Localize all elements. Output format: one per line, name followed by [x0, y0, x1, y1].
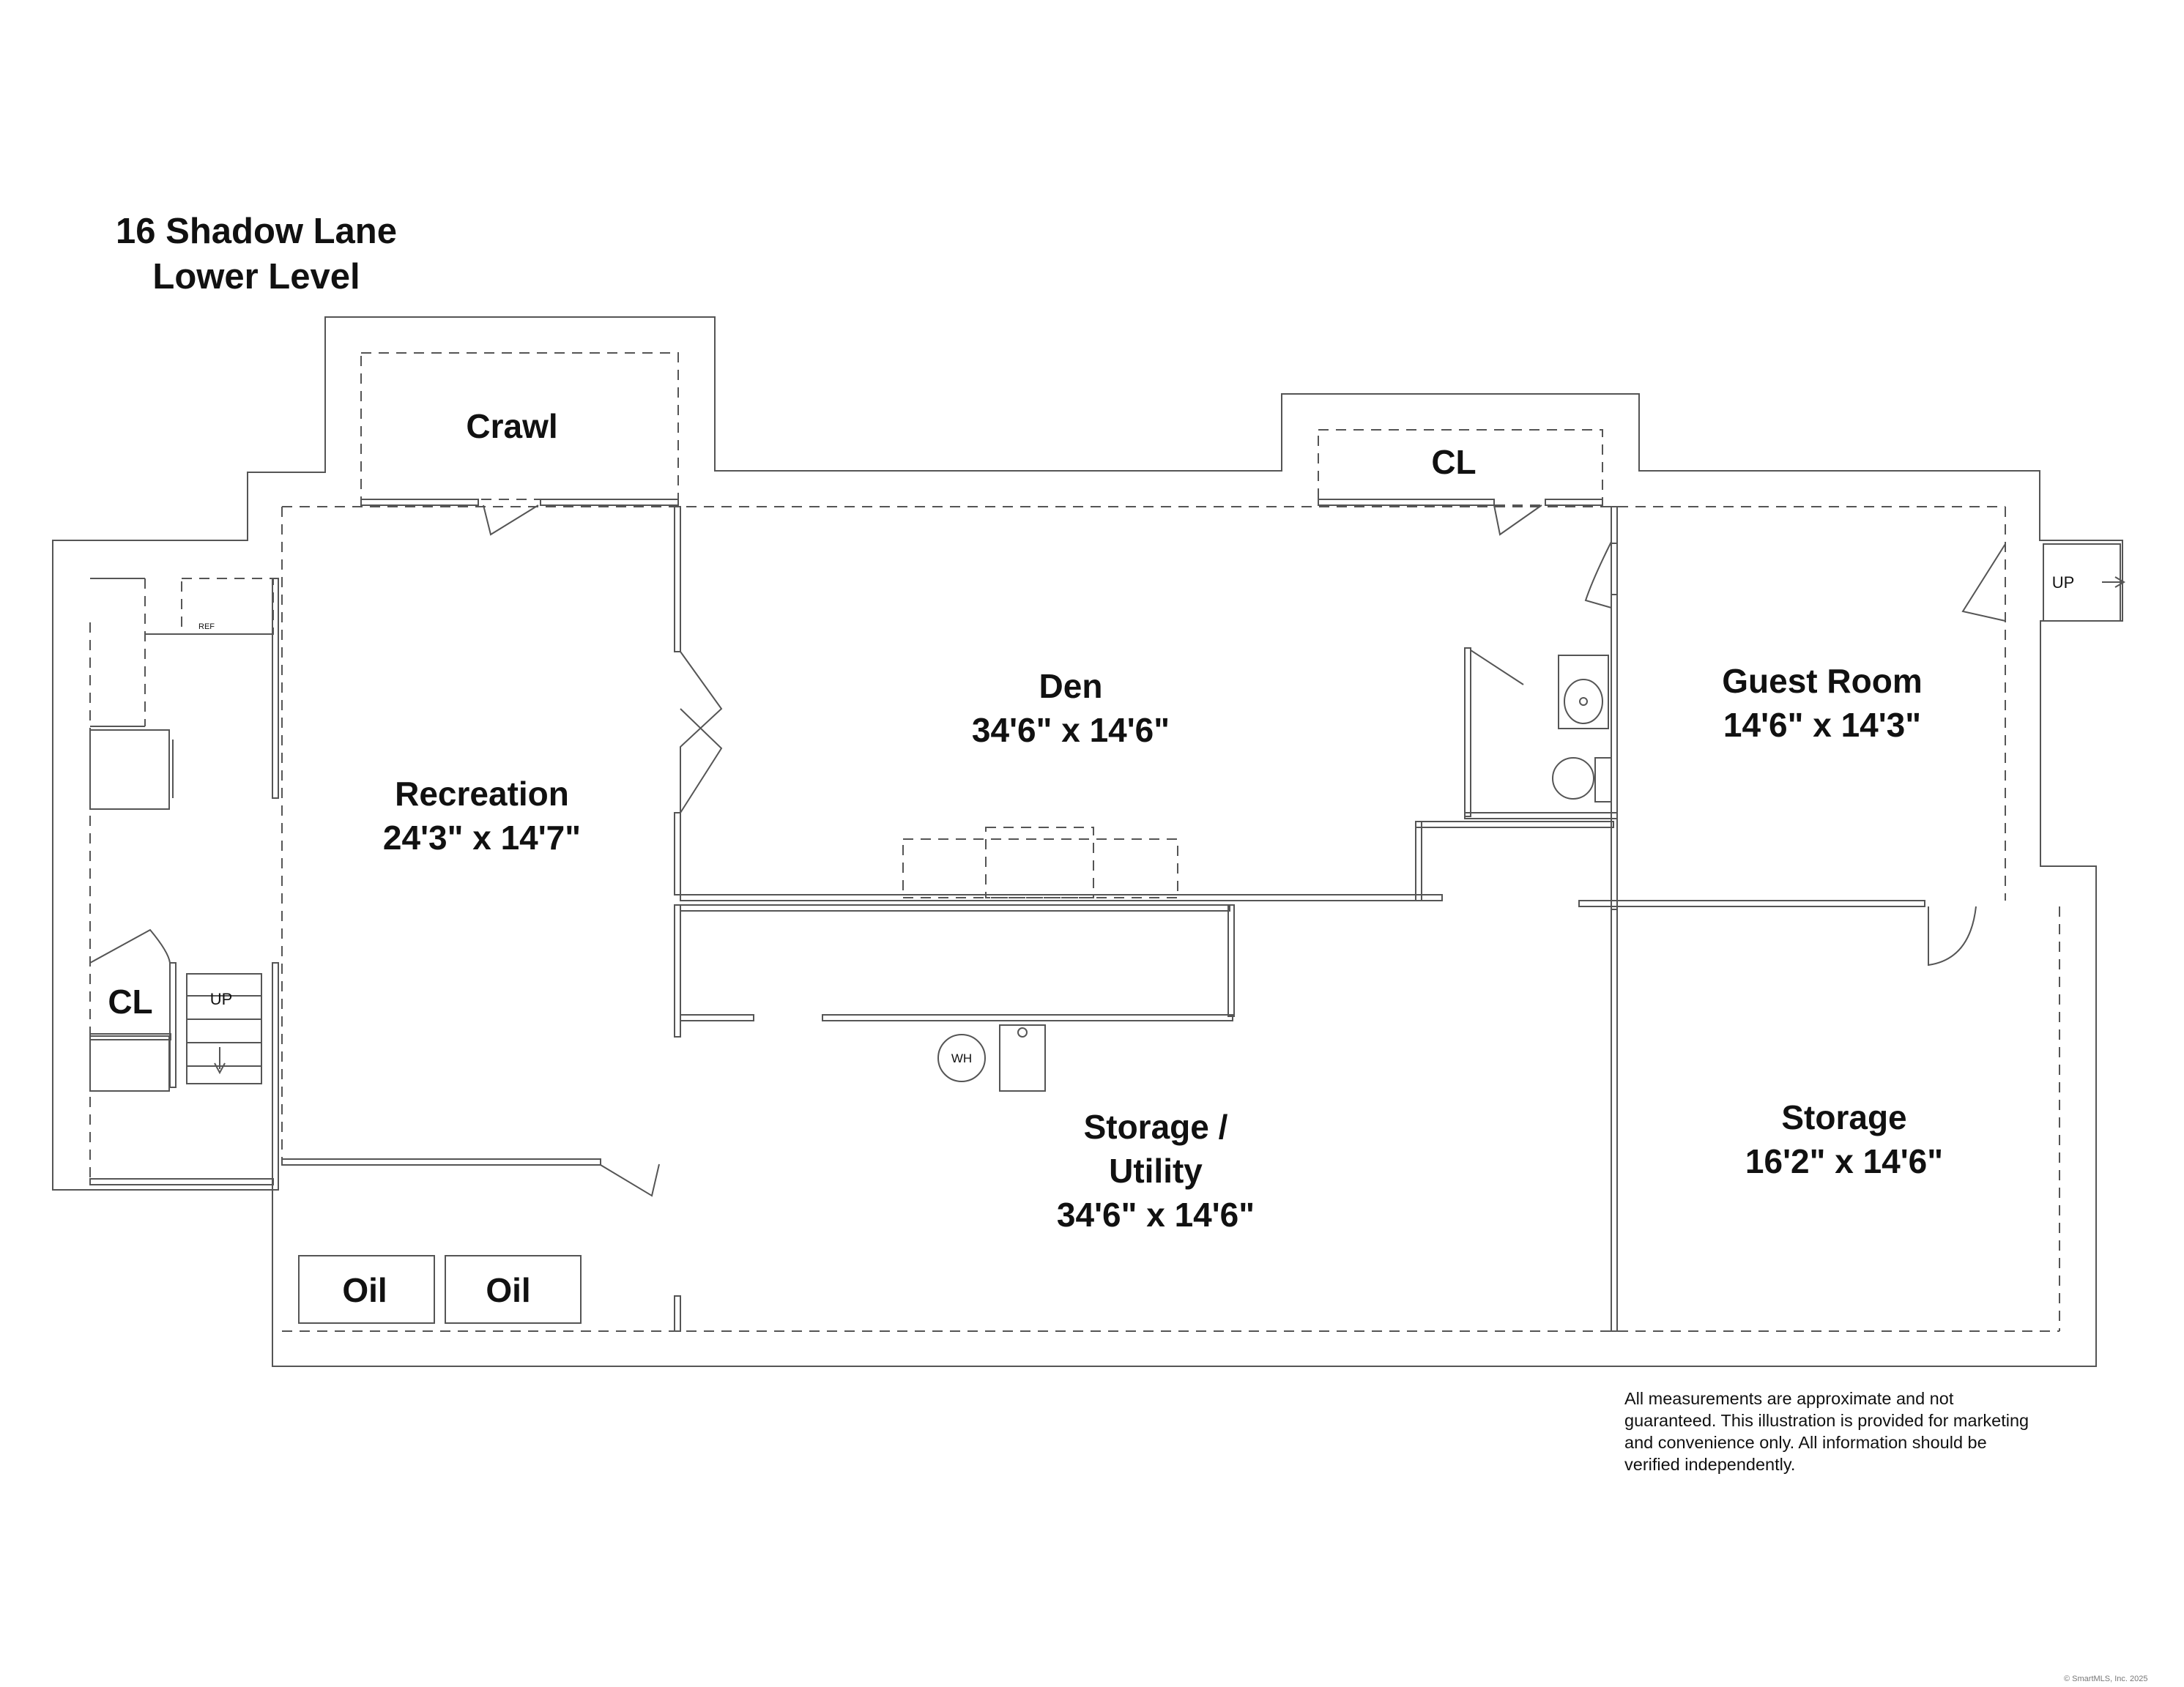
stairs-left-text: UP — [209, 990, 233, 1008]
stairs-right-text: UP — [2051, 573, 2075, 592]
room-oil-1-name: Oil — [342, 1271, 387, 1309]
room-cl-top: CL — [1431, 440, 1476, 484]
water-heater-circle — [938, 1035, 985, 1081]
room-storage-name: Storage — [1781, 1098, 1907, 1136]
wall-den-bottom — [680, 895, 1442, 901]
disclaimer-text: All measurements are approximate and not… — [1624, 1389, 2029, 1474]
wall-storage-left — [1611, 909, 1617, 1331]
wall-bath-right — [1611, 507, 1617, 595]
room-storage-utility-size: 34'6" x 14'6" — [1056, 1196, 1255, 1234]
wall-kitchen-bottom — [90, 1179, 273, 1185]
door-kitchen-cl — [90, 930, 170, 963]
range — [90, 730, 169, 809]
water-heater-text: WH — [951, 1051, 973, 1065]
wall-kitchen-right — [272, 578, 278, 798]
stairs-left-label: UP — [210, 990, 233, 1009]
room-recreation-name: Recreation — [395, 775, 569, 813]
wall-closet-top — [1416, 822, 1613, 827]
wall-utility-top — [680, 905, 1230, 911]
room-storage-utility-name1: Storage / — [1083, 1108, 1228, 1146]
door-den-right — [1586, 542, 1611, 608]
stairs-right — [2043, 544, 2124, 621]
wall-utility-stub — [680, 1015, 754, 1021]
wall-guest-left — [1611, 507, 1617, 909]
crawl-wall-right — [541, 499, 678, 505]
room-storage: Storage 16'2" x 14'6" — [1745, 1095, 1943, 1183]
plan-title: 16 Shadow Lane Lower Level — [73, 209, 439, 299]
address-title: 16 Shadow Lane — [116, 212, 397, 251]
wall-closet-mid — [1416, 822, 1422, 901]
room-storage-size: 16'2" x 14'6" — [1745, 1142, 1944, 1180]
room-storage-utility: Storage / Utility 34'6" x 14'6" — [1057, 1105, 1255, 1237]
wall-rec-den-low — [675, 813, 680, 895]
wall-stair-left — [170, 963, 176, 1087]
wall-bath-bottom — [1465, 813, 1617, 819]
room-oil-2-name: Oil — [486, 1271, 531, 1309]
sink-counter — [1559, 655, 1608, 729]
sink-bowl — [1564, 679, 1603, 724]
room-guest-name: Guest Room — [1722, 662, 1923, 700]
room-den-name: Den — [1039, 667, 1103, 705]
room-cl-top-name: CL — [1431, 443, 1477, 481]
wall-bath-left — [1465, 648, 1471, 816]
room-oil-1: Oil — [342, 1268, 387, 1312]
room-oil-2: Oil — [486, 1268, 530, 1312]
ref-dashed — [182, 578, 273, 634]
wall-utility-inner — [822, 1015, 1233, 1021]
copyright-text: © SmartMLS, Inc. 2025 — [2064, 1675, 2148, 1683]
exterior-outline — [53, 317, 2122, 1366]
refrigerator-label: REF — [198, 622, 215, 631]
stairs-right-label: UP — [2052, 573, 2075, 592]
wall-stair-right — [272, 963, 278, 1190]
wall-rec-den — [675, 507, 680, 652]
den-table-dashed — [903, 839, 1178, 898]
room-cl-left-name: CL — [108, 983, 153, 1021]
room-den-size: 34'6" x 14'6" — [971, 711, 1170, 749]
door-rec-bottom — [601, 1164, 659, 1196]
wall-rec-stub — [675, 1296, 680, 1331]
door-bath — [1471, 650, 1523, 685]
door-guest-stair — [1963, 544, 2005, 621]
room-den: Den 34'6" x 14'6" — [972, 664, 1170, 752]
utility-sink — [1000, 1025, 1045, 1091]
water-heater-label: WH — [951, 1051, 972, 1066]
wall-rec-right-lower — [675, 905, 680, 1037]
oil-tank-2 — [445, 1256, 581, 1323]
room-cl-left: CL — [108, 980, 152, 1024]
door-cl-top — [1494, 505, 1542, 535]
room-crawl-name: Crawl — [466, 407, 558, 445]
wall-guest-bottom — [1579, 901, 1925, 906]
toilet-bowl — [1552, 757, 1594, 800]
room-guest: Guest Room 14'6" x 14'3" — [1722, 659, 1922, 747]
refrigerator-text: REF — [198, 622, 215, 631]
cl-wall-right — [1545, 499, 1602, 505]
room-storage-utility-name2: Utility — [1109, 1152, 1203, 1190]
room-crawl: Crawl — [466, 404, 557, 448]
stairs-left — [90, 974, 261, 1091]
wall-utility-step — [1228, 905, 1234, 1016]
wall-den-right-upper — [1611, 507, 1617, 543]
room-recreation: Recreation 24'3" x 14'7" — [383, 772, 581, 860]
utility-drain — [1018, 1028, 1027, 1037]
toilet-tank — [1595, 758, 1611, 802]
level-title: Lower Level — [152, 257, 360, 297]
room-recreation-size: 24'3" x 14'7" — [382, 819, 582, 857]
crawl-wall-left — [361, 499, 478, 505]
wall-rec-bottom — [282, 1159, 601, 1165]
room-guest-size: 14'6" x 14'3" — [1723, 706, 1922, 744]
oil-tank-1 — [299, 1256, 434, 1323]
sink-drain — [1580, 698, 1587, 705]
door-guest — [1928, 906, 1976, 965]
cl-wall-left — [1318, 499, 1494, 505]
door-rec-den — [680, 652, 721, 813]
crawl-dashed — [361, 353, 678, 499]
door-crawl — [483, 505, 538, 535]
den-table-top-dashed — [986, 827, 1093, 898]
